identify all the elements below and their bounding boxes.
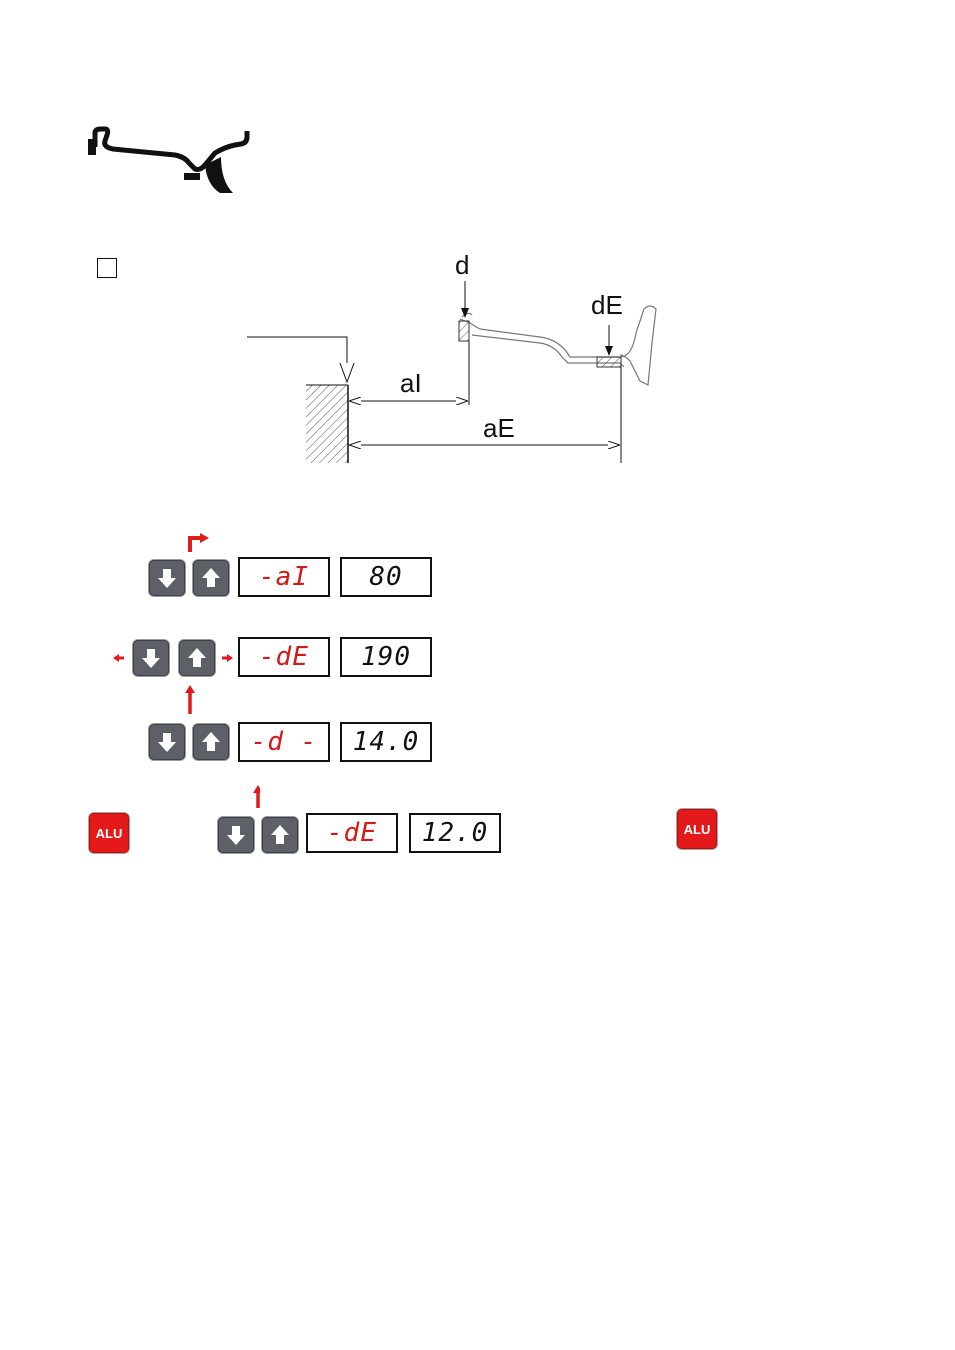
- up-arrow-key[interactable]: [179, 640, 215, 676]
- up-arrow-key-icon: [193, 724, 229, 760]
- parameter-display: -dE: [306, 813, 398, 853]
- label-dE: dE: [591, 292, 623, 318]
- value-display: 12.0: [409, 813, 501, 853]
- down-arrow-key[interactable]: [149, 724, 185, 760]
- checkbox[interactable]: [97, 258, 117, 278]
- up-arrow-key-icon: [193, 560, 229, 596]
- down-arrow-key-icon: [149, 724, 185, 760]
- up-arrow-red-icon: [185, 685, 195, 714]
- down-arrow-key[interactable]: [133, 640, 169, 676]
- up-arrow-key[interactable]: [193, 560, 229, 596]
- value-display: 80: [340, 557, 432, 597]
- parameter-display: -d -: [238, 722, 330, 762]
- alu-button[interactable]: ALU: [677, 809, 717, 849]
- label-d: d: [455, 252, 469, 278]
- left-arrow-icon: [113, 654, 124, 662]
- up-arrow-key-icon: [262, 817, 298, 853]
- up-arrow-red-icon: [253, 785, 260, 808]
- down-arrow-key[interactable]: [218, 817, 254, 853]
- label-aE: aE: [483, 415, 515, 441]
- down-arrow-key-icon: [218, 817, 254, 853]
- alu-button[interactable]: ALU: [89, 813, 129, 853]
- value-display: 14.0: [340, 722, 432, 762]
- down-arrow-key-icon: [133, 640, 169, 676]
- up-arrow-key[interactable]: [262, 817, 298, 853]
- parameter-display: -dE: [238, 637, 330, 677]
- value-display: 190: [340, 637, 432, 677]
- wheel-rim-profile-icon: [85, 125, 260, 197]
- label-aI: aI: [400, 370, 422, 396]
- up-arrow-key-icon: [179, 640, 215, 676]
- right-arrow-icon: [222, 654, 233, 662]
- down-arrow-key-icon: [149, 560, 185, 596]
- down-arrow-key[interactable]: [149, 560, 185, 596]
- parameter-display: -aI: [238, 557, 330, 597]
- up-arrow-key[interactable]: [193, 724, 229, 760]
